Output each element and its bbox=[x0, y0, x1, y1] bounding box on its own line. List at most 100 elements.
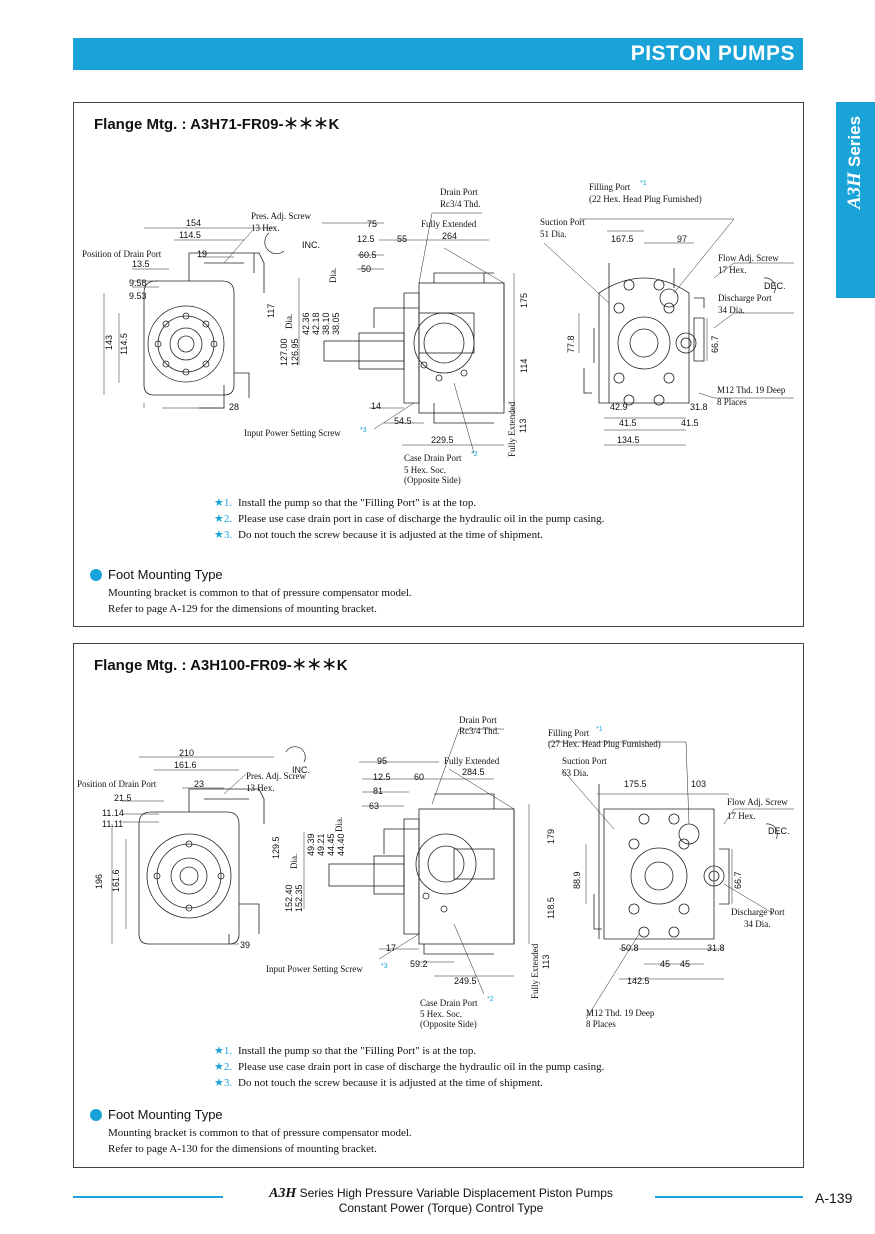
dim-38-10: 38.10 bbox=[321, 312, 331, 335]
dim-12-5: 12.5 bbox=[357, 234, 375, 244]
label-filling-port: Filling Port bbox=[589, 182, 631, 192]
label-case-drain-port: Case Drain Port bbox=[420, 998, 478, 1008]
dim-175-5: 175.5 bbox=[624, 779, 647, 789]
dim-161-6-vertical: 161.6 bbox=[111, 869, 121, 892]
dim-41-5-a: 41.5 bbox=[619, 418, 637, 428]
dim-42-18: 42.18 bbox=[311, 312, 321, 335]
dim-95: 95 bbox=[377, 756, 387, 766]
dim-114: 114 bbox=[519, 359, 529, 373]
dimension-drawing: 210 161.6 INC. Position of Drain Port 23… bbox=[77, 715, 794, 1029]
dim-118-5: 118.5 bbox=[546, 897, 556, 919]
note-3: ★3.Do not touch the screw because it is … bbox=[214, 1077, 543, 1089]
dim-63: 63 bbox=[369, 801, 379, 811]
dim-23: 23 bbox=[194, 779, 204, 789]
label-27-hex-head-plug: (27 Hex. Head Plug Furnished) bbox=[548, 739, 661, 749]
page-number: A-139 bbox=[815, 1190, 853, 1206]
label-drain-port: Drain Port bbox=[459, 715, 497, 725]
dim-142-5: 142.5 bbox=[627, 976, 650, 986]
dim-127-00: 127.00 bbox=[279, 338, 289, 366]
note-2: ★2.Please use case drain port in case of… bbox=[214, 1061, 605, 1073]
label-5-hex-soc: 5 Hex. Soc. bbox=[420, 1009, 462, 1019]
dim-113: 113 bbox=[541, 955, 551, 969]
label-fully-extended-vertical: Fully Extended bbox=[530, 943, 540, 999]
section-title: Flange Mtg. : A3H71-FR09-＊＊＊K bbox=[94, 116, 340, 133]
notes-list: ★1.Install the pump so that the "Filling… bbox=[214, 1043, 604, 1091]
label-17-hex: 17 Hex. bbox=[718, 265, 747, 275]
dim-113: 113 bbox=[518, 419, 528, 433]
section-title: Flange Mtg. : A3H100-FR09-＊＊＊K bbox=[94, 657, 348, 674]
label-5-hex-soc: 5 Hex. Soc. bbox=[404, 465, 446, 475]
dim-45-a: 45 bbox=[660, 959, 670, 969]
dim-161-6: 161.6 bbox=[174, 760, 197, 770]
label-suction-port: Suction Port bbox=[562, 756, 607, 766]
dim-196: 196 bbox=[94, 874, 104, 889]
dim-11-11: 11.11 bbox=[102, 819, 123, 829]
label-fully-extended: Fully Extended bbox=[421, 219, 477, 229]
bullet-icon bbox=[90, 568, 102, 581]
dim-11-14: 11.14 bbox=[102, 808, 124, 818]
section-a3h100: Flange Mtg. : A3H100-FR09-＊＊＊K bbox=[73, 643, 804, 1168]
label-position-drain-port: Position of Drain Port bbox=[82, 249, 162, 259]
dim-31-8: 31.8 bbox=[707, 943, 725, 953]
label-8-places: 8 Places bbox=[717, 397, 747, 407]
series-logo: A3H bbox=[844, 171, 865, 209]
label-flow-adj-screw: Flow Adj. Screw bbox=[718, 253, 779, 263]
dim-9-58: 9.58 bbox=[129, 278, 147, 288]
label-22-hex-head-plug: (22 Hex. Head Plug Furnished) bbox=[589, 194, 702, 204]
dim-134-5: 134.5 bbox=[617, 435, 640, 445]
note-1: ★1.Install the pump so that the "Filling… bbox=[214, 497, 477, 509]
dim-38-05: 38.05 bbox=[331, 312, 341, 335]
page-footer: A3H Series High Pressure Variable Displa… bbox=[0, 1182, 875, 1222]
dim-114-5: 114.5 bbox=[179, 230, 201, 240]
foot-mounting-heading: Foot Mounting Type bbox=[90, 567, 223, 582]
footer-text: A3H Series High Pressure Variable Displa… bbox=[269, 1186, 613, 1215]
dim-45-b: 45 bbox=[680, 959, 690, 969]
series-side-tab: A3H Series bbox=[836, 102, 875, 298]
label-63-dia: 63 Dia. bbox=[562, 768, 589, 778]
label-input-power-setting-screw: Input Power Setting Screw bbox=[266, 964, 363, 974]
label-fully-extended: Fully Extended bbox=[444, 756, 500, 766]
label-pres-adj-screw: Pres. Adj. Screw bbox=[246, 771, 306, 781]
note-2: ★2.Please use case drain port in case of… bbox=[214, 513, 605, 525]
note-3: ★3.Do not touch the screw because it is … bbox=[214, 529, 543, 541]
dim-21-5: 21.5 bbox=[114, 793, 132, 803]
label-discharge-port: Discharge Port bbox=[718, 293, 772, 303]
label-opposite-side: (Opposite Side) bbox=[420, 1019, 477, 1029]
dim-229-5: 229.5 bbox=[431, 435, 454, 445]
label-13-hex: 13 Hex. bbox=[246, 783, 275, 793]
series-label: Series bbox=[845, 116, 864, 168]
section-a3h71: Flange Mtg. : A3H71-FR09-＊＊＊K bbox=[73, 102, 804, 627]
label-34-dia: 34 Dia. bbox=[718, 305, 745, 315]
label-m12-thd: M12 Thd. 19 Deep bbox=[586, 1008, 655, 1018]
dim-175: 175 bbox=[519, 293, 529, 308]
dim-12-5: 12.5 bbox=[373, 772, 391, 782]
dim-17: 17 bbox=[386, 943, 396, 953]
label-filling-port: Filling Port bbox=[548, 728, 590, 738]
dim-81: 81 bbox=[373, 786, 383, 796]
dim-143: 143 bbox=[104, 335, 114, 350]
dim-152-35: 152.35 bbox=[294, 884, 304, 912]
dim-264: 264 bbox=[442, 231, 457, 241]
label-dia-1: Dia. bbox=[284, 314, 294, 329]
label-dia-2: Dia. bbox=[328, 268, 338, 283]
label-dec: DEC. bbox=[768, 826, 790, 836]
dim-103: 103 bbox=[691, 779, 706, 789]
label-51-dia: 51 Dia. bbox=[540, 229, 567, 239]
dim-66-7: 66.7 bbox=[710, 335, 720, 353]
dim-97: 97 bbox=[677, 234, 687, 244]
svg-text:*1: *1 bbox=[596, 726, 603, 733]
dim-13-5: 13.5 bbox=[132, 259, 150, 269]
dim-152-40: 152.40 bbox=[284, 884, 294, 912]
dim-117: 117 bbox=[266, 304, 276, 318]
label-discharge-port: Discharge Port bbox=[731, 907, 785, 917]
label-dec: DEC. bbox=[764, 281, 786, 291]
dim-60-5: 60.5 bbox=[359, 250, 377, 260]
dim-154: 154 bbox=[186, 218, 201, 228]
dim-284-5: 284.5 bbox=[462, 767, 485, 777]
footer-line-left bbox=[73, 1196, 223, 1198]
dim-114-5-vertical: 114.5 bbox=[119, 333, 129, 355]
foot-mounting-text: Mounting bracket is common to that of pr… bbox=[108, 1127, 412, 1155]
svg-text:*3: *3 bbox=[360, 427, 367, 434]
dim-59-2: 59.2 bbox=[410, 959, 428, 969]
label-dia-2: Dia. bbox=[334, 817, 344, 832]
